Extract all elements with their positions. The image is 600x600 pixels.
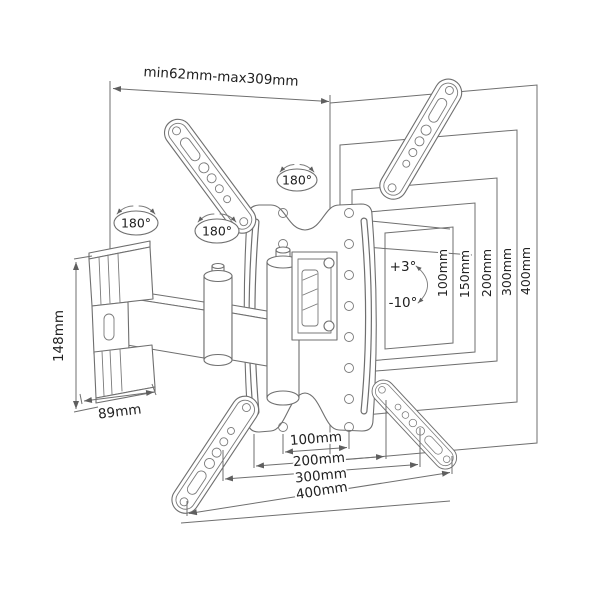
wall-plate [88,240,156,404]
extension-range-label: min62mm-max309mm [143,64,299,90]
wall-plate-slot [103,313,115,341]
wall-plate-width-label: 89mm [97,401,142,422]
arm-beam2-front [231,312,268,367]
extension-arm-bottom-right [366,374,462,475]
rotation-badge-elbow: 180° [194,213,240,244]
vesa-hub-bracket [291,251,338,341]
wall-plate-top-cover [88,246,154,307]
dimension-line [112,85,330,105]
vesa-label-400v: 400mm [518,247,533,295]
rotation-badge-wall-label: 180° [121,216,151,231]
wall-plate-bracket [91,301,130,355]
rotation-badge-elbow-label: 180° [202,224,232,239]
wall-plate-height-dimension: 148mm [51,255,99,413]
elbow-joint [203,262,233,367]
vesa-rect-100 [384,226,454,350]
articulating-arm [126,246,338,406]
vesa-label-150v: 150mm [457,250,472,298]
plate-slot-right-inner [361,218,371,414]
wall-plate-fold-lines-2 [101,348,123,397]
vesa-label-100h: 100mm [289,429,342,449]
tilt-annotation: +3° -10° [387,257,428,313]
vesa-vertical-labels: 100mm 150mm 200mm 300mm 400mm [433,245,535,300]
rotation-badge-wall: 180° [113,205,159,236]
tilt-up-label: +3° [390,259,417,275]
tilt-arc-arrow [415,265,428,304]
plate-hinge-column [266,246,300,406]
wall-plate-fold-lines [98,253,121,306]
extension-arm-bottom-left [166,390,265,520]
aux-leader-line [180,500,451,524]
wall-plate-width-dimension: 89mm [79,383,157,423]
rotation-badge-plate: 180° [276,164,318,192]
rotation-badge-plate-label: 180° [282,173,312,188]
tilt-down-label: -10° [389,295,418,311]
vesa-label-300v: 300mm [499,248,514,296]
vesa-label-200v: 200mm [479,249,494,297]
vesa-label-100v: 100mm [435,249,450,297]
wall-plate-height-label: 148mm [51,310,67,362]
